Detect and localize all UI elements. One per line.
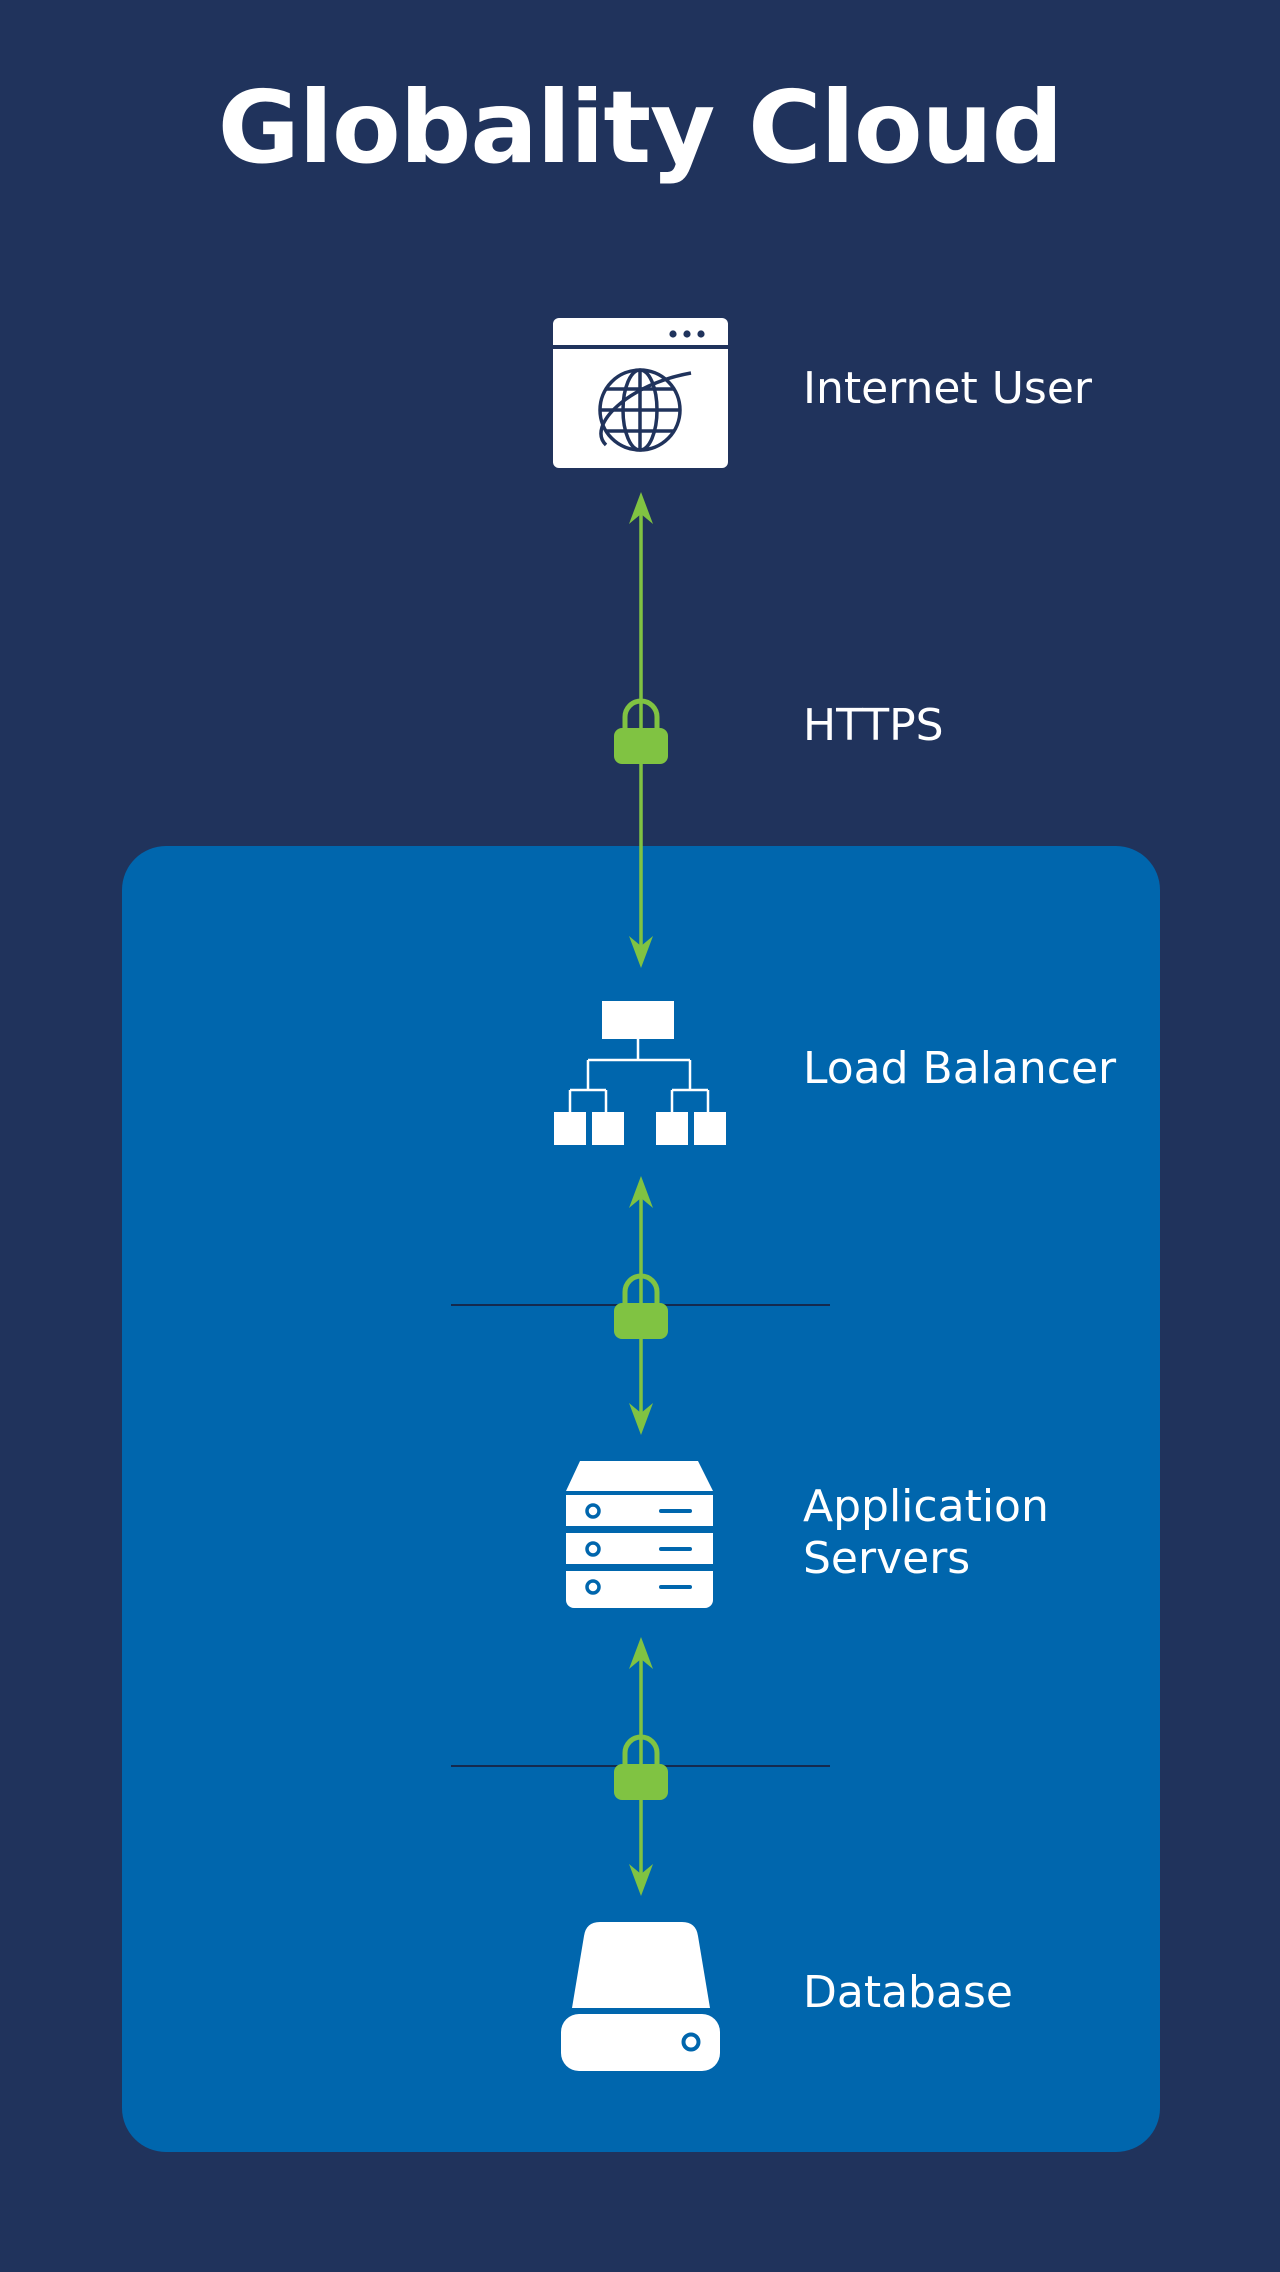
browser-globe-icon — [553, 318, 728, 468]
application-servers-label-line-1: Application — [803, 1481, 1049, 1532]
server-rack-icon — [566, 1461, 713, 1608]
internet-user-label: Internet User — [803, 363, 1092, 414]
load-balancer-icon — [554, 1001, 726, 1145]
application-servers-label-line-2: Servers — [803, 1533, 971, 1584]
load-balancer-label: Load Balancer — [803, 1043, 1117, 1094]
lock-icon — [614, 1734, 668, 1800]
application-servers-label: Application Servers — [803, 1481, 1049, 1585]
lock-icon — [614, 698, 668, 764]
database-drive-icon — [561, 1922, 720, 2071]
lock-icon — [614, 1273, 668, 1339]
database-label: Database — [803, 1967, 1013, 2018]
https-label: HTTPS — [803, 700, 944, 751]
diagram-title: Globality Cloud — [217, 69, 1064, 186]
